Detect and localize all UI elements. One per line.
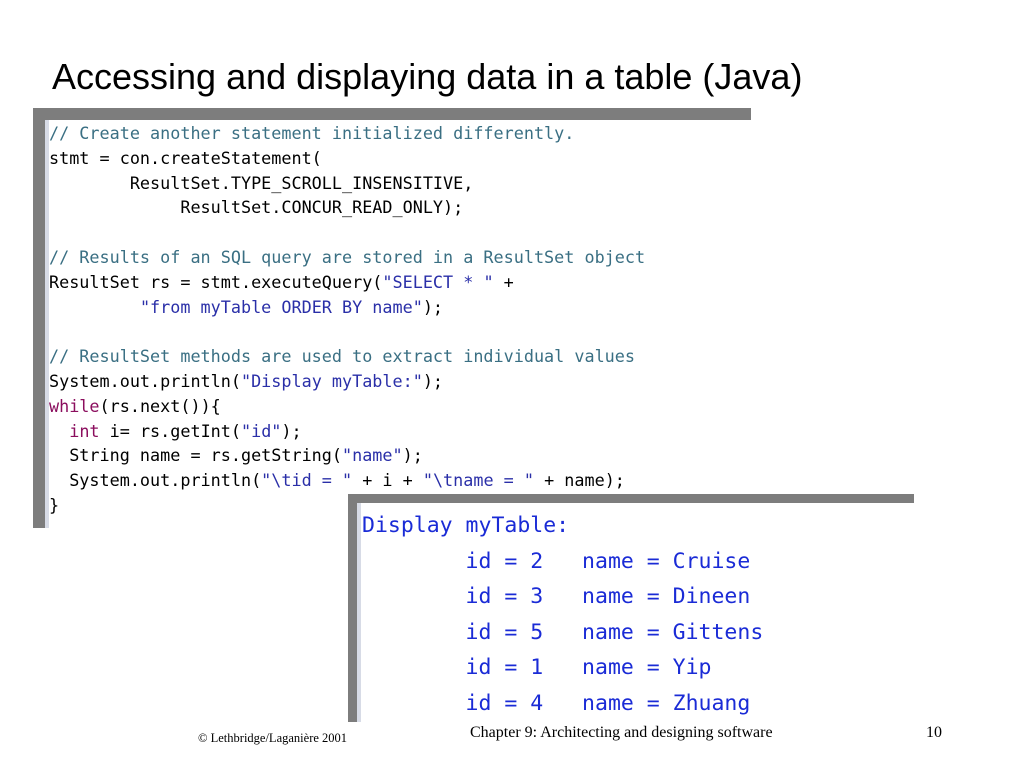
output-line: id = 3 name = Dineen (362, 584, 751, 609)
code-token-plain: ResultSet.CONCUR_READ_ONLY); (49, 197, 464, 218)
code-token-comment: // ResultSet methods are used to extract… (49, 346, 635, 367)
code-line: System.out.println("\tid = " + i + "\tna… (49, 468, 645, 493)
code-line: stmt = con.createStatement( (49, 146, 645, 171)
code-token-plain: ); (422, 370, 444, 391)
console-output-panel: Display myTable: id = 2 name = Cruise id… (348, 494, 914, 722)
code-token-plain: System.out.println( (49, 470, 262, 491)
code-token-plain: + name); (533, 470, 625, 491)
code-line: ResultSet.TYPE_SCROLL_INSENSITIVE, (49, 171, 645, 196)
code-token-string: "\tid = " (261, 470, 353, 491)
code-line (49, 319, 645, 344)
code-token-string: "name" (342, 445, 403, 466)
code-token-plain: ); (422, 296, 444, 317)
page-number: 10 (926, 724, 942, 741)
code-token-plain: System.out.println( (49, 370, 241, 391)
code-line (49, 220, 645, 245)
code-token-string: "Display myTable:" (240, 370, 423, 391)
code-token-plain: + i + (352, 470, 423, 491)
code-line: // Results of an SQL query are stored in… (49, 245, 645, 270)
panel-border-left (33, 108, 45, 528)
code-line: // ResultSet methods are used to extract… (49, 344, 645, 369)
code-line: // Create another statement initialized … (49, 121, 645, 146)
code-token-plain: ResultSet rs = stmt.executeQuery( (49, 271, 383, 292)
output-line: id = 5 name = Gittens (362, 619, 764, 645)
code-token-string: "SELECT * " (382, 271, 494, 292)
footer-copyright: © Lethbridge/Laganière 2001 (198, 731, 348, 745)
output-line: id = 4 name = Zhuang (362, 690, 751, 716)
code-token-plain: stmt = con.createStatement( (49, 147, 322, 168)
code-token-keyword: int (69, 420, 100, 441)
slide-title: Accessing and displaying data in a table… (52, 56, 803, 97)
code-listing: // Create another statement initialized … (49, 121, 645, 518)
output-line: Display myTable: (362, 513, 570, 538)
code-line: } (49, 493, 645, 518)
code-token-plain: ); (402, 445, 423, 466)
code-token-string: "from myTable ORDER BY name" (139, 296, 423, 317)
code-line: System.out.println("Display myTable:"); (49, 369, 645, 394)
code-token-plain: String name = rs.getString( (49, 445, 342, 466)
console-gutter-line (357, 503, 361, 722)
code-token-comment: // Create another statement initialized … (49, 123, 575, 143)
console-output: Display myTable: id = 2 name = Cruise id… (362, 508, 763, 721)
code-line: while(rs.next()){ (49, 394, 645, 419)
code-token-plain (49, 421, 69, 441)
code-line: "from myTable ORDER BY name"); (49, 295, 645, 320)
footer-chapter: Chapter 9: Architecting and designing so… (470, 724, 773, 741)
code-token-plain: ResultSet.TYPE_SCROLL_INSENSITIVE, (49, 172, 474, 193)
code-token-plain (49, 297, 140, 317)
code-token-plain: + (493, 271, 514, 292)
code-token-plain: ); (281, 420, 302, 441)
code-screenshot-panel: // Create another statement initialized … (33, 108, 751, 528)
panel-border-top (33, 108, 751, 120)
code-line: ResultSet rs = stmt.executeQuery("SELECT… (49, 270, 645, 295)
output-line: id = 2 name = Cruise (362, 548, 751, 574)
editor-gutter-line (45, 120, 49, 528)
code-line: String name = rs.getString("name"); (49, 443, 645, 468)
code-line: ResultSet.CONCUR_READ_ONLY); (49, 195, 645, 220)
code-token-string: "id" (240, 420, 282, 441)
code-token-plain: (rs.next()){ (99, 395, 221, 416)
code-token-comment: // Results of an SQL query are stored in… (49, 246, 646, 267)
code-token-plain: i= rs.getInt( (99, 420, 241, 441)
code-token-keyword: while (49, 395, 100, 416)
panel-border-left (348, 494, 357, 722)
code-line: int i= rs.getInt("id"); (49, 419, 645, 444)
code-token-string: "\tname = " (422, 470, 534, 491)
panel-border-top (348, 494, 914, 503)
output-line: id = 1 name = Yip (362, 655, 712, 680)
code-token-plain: } (49, 494, 60, 515)
